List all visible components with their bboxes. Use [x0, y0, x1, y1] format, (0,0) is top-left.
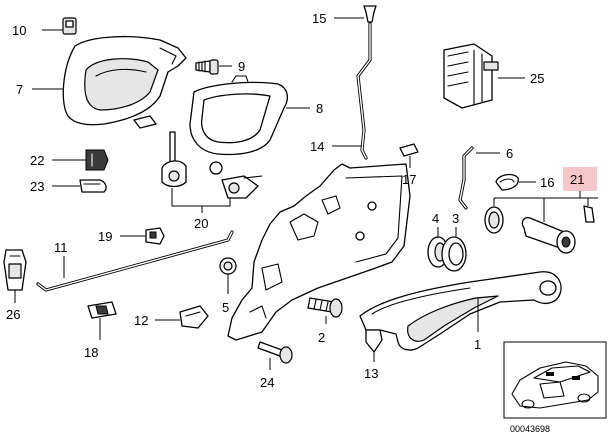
part-23-spring-clip: [79, 179, 107, 193]
part-6-lock-rod: [458, 146, 474, 210]
part-5-grommet: [219, 257, 237, 275]
callout-8[interactable]: 8: [316, 101, 323, 116]
callout-3[interactable]: 3: [452, 211, 459, 226]
callout-12[interactable]: 12: [134, 313, 148, 328]
part-12-bracket-clip: [179, 305, 209, 329]
part-17-cap: [399, 143, 419, 157]
part-26-clip: [3, 249, 27, 291]
callout-20[interactable]: 20: [194, 216, 208, 231]
callout-18[interactable]: 18: [84, 345, 98, 360]
callout-22[interactable]: 22: [30, 153, 44, 168]
part-15-lock-knob: [356, 5, 377, 160]
part-3-bezel-ring: [441, 236, 467, 272]
part-9-screw: [195, 59, 219, 75]
callout-25[interactable]: 25: [530, 71, 544, 86]
callout-21[interactable]: 21: [570, 172, 584, 187]
callout-7[interactable]: 7: [16, 82, 23, 97]
callout-17[interactable]: 17: [402, 172, 416, 187]
part-18-flat-clip: [87, 301, 117, 319]
part-7-inner-handle-housing: [62, 35, 187, 129]
callout-6[interactable]: 6: [506, 146, 513, 161]
part-13-gasket: [365, 329, 383, 353]
callout-26[interactable]: 26: [6, 307, 20, 322]
callout-1[interactable]: 1: [474, 337, 481, 352]
drawing-number: 00043698: [510, 424, 550, 434]
callout-19[interactable]: 19: [98, 229, 112, 244]
callout-23[interactable]: 23: [30, 179, 44, 194]
callout-11[interactable]: 11: [54, 240, 68, 255]
callout-24[interactable]: 24: [260, 375, 274, 390]
part-2-bolt: [307, 297, 343, 318]
part-10-clip: [62, 17, 77, 35]
callout-21-highlight: [563, 167, 597, 191]
callout-13[interactable]: 13: [364, 366, 378, 381]
callout-16[interactable]: 16: [540, 175, 554, 190]
callout-4[interactable]: 4: [432, 211, 439, 226]
part-20-bracket-set: [161, 131, 263, 199]
callout-14[interactable]: 14: [310, 139, 324, 154]
vehicle-locator-inset: [503, 341, 607, 419]
part-1-outer-door-handle: [359, 271, 562, 351]
part-22-clip: [85, 149, 109, 171]
callout-9[interactable]: 9: [238, 59, 245, 74]
callout-2[interactable]: 2: [318, 330, 325, 345]
part-19-fastener: [145, 227, 165, 245]
part-16-gasket: [495, 173, 519, 191]
part-24-pin: [257, 341, 293, 364]
callout-15[interactable]: 15: [312, 11, 326, 26]
part-25-connector: [443, 43, 499, 109]
callout-5[interactable]: 5: [222, 300, 229, 315]
part-21-lock-cylinder-set: [484, 205, 595, 254]
part-11-connecting-rod: [36, 230, 234, 292]
callout-10[interactable]: 10: [12, 23, 26, 38]
part-8-trim-bezel: [189, 75, 289, 156]
door-lock-carrier-plate: [227, 163, 411, 341]
